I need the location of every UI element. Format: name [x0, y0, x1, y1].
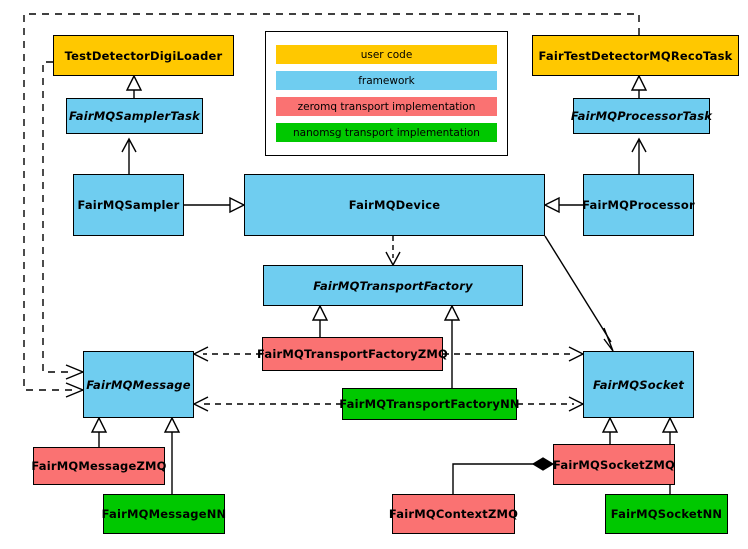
class-node-fairmq-message[interactable]: FairMQMessage — [83, 351, 194, 418]
open-arrow-message-tfnn — [192, 396, 209, 412]
class-node-fairmq-processor-task[interactable]: FairMQProcessorTask — [571, 98, 712, 134]
class-node-fairmq-transport-factory-nn[interactable]: FairMQTransportFactoryNN — [339, 388, 520, 420]
generalization-arrow-tf-right — [443, 304, 461, 321]
class-node-fairmq-message-nn[interactable]: FairMQMessageNN — [102, 494, 226, 534]
class-node-fairmq-processor[interactable]: FairMQProcessor — [582, 174, 695, 236]
open-arrow-socket-from-device — [603, 327, 614, 352]
edge-device-socket — [544, 235, 612, 343]
generalization-arrow-tf-left — [311, 304, 329, 321]
open-arrow-processortask — [631, 137, 647, 153]
generalization-arrow-device-right — [543, 196, 560, 214]
class-node-fairmq-device[interactable]: FairMQDevice — [244, 174, 545, 236]
class-node-fairmq-sampler-task[interactable]: FairMQSamplerTask — [66, 98, 203, 134]
class-node-fairmq-context-zmq[interactable]: FairMQContextZMQ — [389, 494, 518, 534]
open-arrow-message-tfzmq — [192, 346, 209, 362]
open-arrow-transportfactory — [385, 251, 401, 267]
class-node-fairmq-message-zmq[interactable]: FairMQMessageZMQ — [31, 447, 166, 485]
legend-item-framework: framework — [276, 71, 497, 90]
open-arrow-socket-tfnn — [568, 396, 585, 412]
open-arrow-message-inner — [65, 364, 85, 380]
class-node-fairmq-socket-nn[interactable]: FairMQSocketNN — [605, 494, 728, 534]
class-node-fair-test-detector-mq-reco-task[interactable]: FairTestDetectorMQRecoTask — [532, 35, 739, 76]
legend-item-zeromq: zeromq transport implementation — [276, 97, 497, 116]
class-node-fairmq-sampler[interactable]: FairMQSampler — [73, 174, 184, 236]
class-node-fairmq-transport-factory-zmq[interactable]: FairMQTransportFactoryZMQ — [257, 337, 448, 371]
legend-item-nanomsg: nanomsg transport implementation — [276, 123, 497, 142]
edge-recotask-message-outer — [23, 13, 640, 391]
generalization-arrow-device-left — [229, 196, 246, 214]
edge-socketzmq-contextzmq — [452, 463, 538, 494]
generalization-arrow-socket-right — [661, 416, 679, 433]
generalization-arrow-digiloader — [125, 74, 143, 91]
class-node-fairmq-socket[interactable]: FairMQSocket — [583, 351, 694, 418]
legend-item-user-code: user code — [276, 45, 497, 64]
composition-diamond-socketzmq — [531, 457, 555, 471]
generalization-arrow-message-right — [163, 416, 181, 433]
open-arrow-samplertask — [121, 137, 137, 153]
open-arrow-socket-tfzmq — [568, 346, 585, 362]
generalization-arrow-message-left — [90, 416, 108, 433]
class-node-fairmq-socket-zmq[interactable]: FairMQSocketZMQ — [553, 444, 675, 485]
edge-digiloader-message-inner — [42, 61, 72, 373]
generalization-arrow-recotask — [630, 74, 648, 91]
class-node-fairmq-transport-factory[interactable]: FairMQTransportFactory — [263, 265, 523, 306]
class-node-test-detector-digi-loader[interactable]: TestDetectorDigiLoader — [53, 35, 234, 76]
generalization-arrow-socket-left — [601, 416, 619, 433]
category-legend: user code framework zeromq transport imp… — [265, 31, 508, 156]
